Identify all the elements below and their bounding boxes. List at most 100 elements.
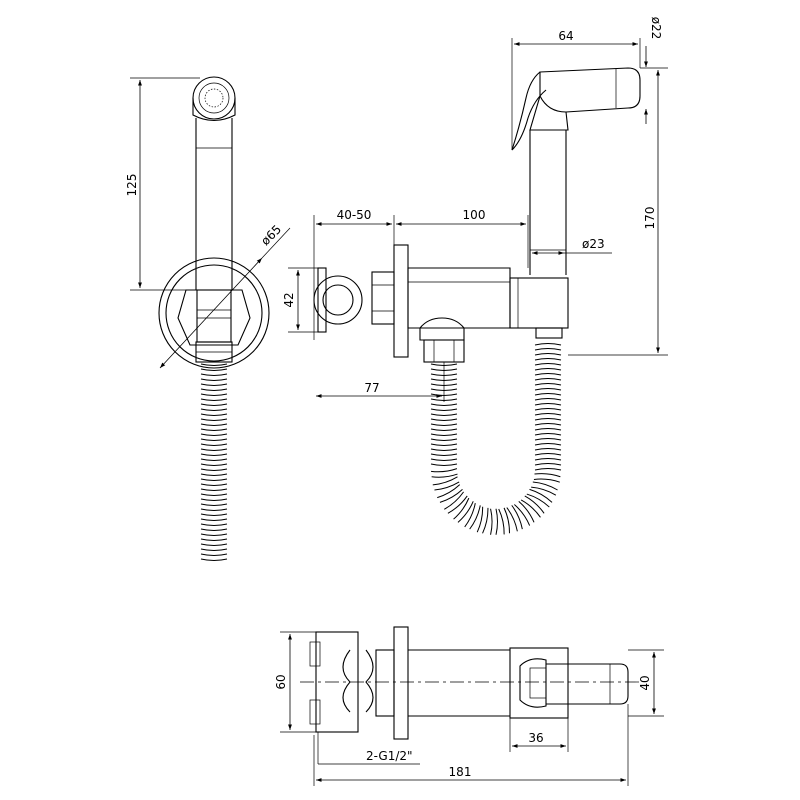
hose-rib xyxy=(511,505,523,530)
hose-rib xyxy=(430,408,458,411)
hose-rib xyxy=(200,523,228,526)
hose-rib xyxy=(498,508,505,535)
hose-rib xyxy=(430,448,458,451)
hose-rib xyxy=(200,383,228,386)
hose-rib xyxy=(464,503,476,528)
hose-rib xyxy=(534,423,562,426)
hose-rib xyxy=(534,363,562,366)
hose-rib xyxy=(453,497,470,520)
hose-rib xyxy=(430,443,458,446)
dim-40: 40 xyxy=(638,675,652,690)
hose-rib xyxy=(200,473,228,476)
hose-rib xyxy=(476,506,484,533)
dim-40-50: 40-50 xyxy=(337,208,372,222)
hose-rib xyxy=(534,343,562,346)
hose-rib xyxy=(490,508,493,535)
hose-rib xyxy=(514,504,531,526)
hose-rib xyxy=(200,518,228,521)
hose-rib xyxy=(430,433,458,436)
hose-rib xyxy=(506,507,518,532)
hose-rib xyxy=(534,453,562,456)
hose-rib xyxy=(457,501,474,523)
hose-rib xyxy=(532,481,558,491)
hose-rib xyxy=(200,388,228,391)
hose-rib xyxy=(200,438,228,441)
hose-rib xyxy=(534,438,562,441)
hose-rib xyxy=(534,393,562,396)
hose-rib xyxy=(200,458,228,461)
hose-rib xyxy=(200,393,228,396)
hose-rib xyxy=(495,508,498,535)
hose-rib xyxy=(430,458,458,461)
hose-rib xyxy=(200,558,228,561)
hose-rib xyxy=(200,433,228,436)
hose-rib xyxy=(200,478,228,481)
hose-rib xyxy=(430,438,458,441)
hose-rib xyxy=(518,500,535,523)
hose-rib xyxy=(529,488,553,503)
hose-rib xyxy=(200,453,228,456)
hose-rib xyxy=(200,468,228,471)
hose-rib xyxy=(430,463,458,466)
hose-rib xyxy=(534,373,562,376)
side-view xyxy=(313,67,641,535)
hose-rib xyxy=(200,378,228,381)
hose-rib xyxy=(534,468,562,471)
hose-rib xyxy=(430,413,458,416)
hose-rib xyxy=(524,495,545,514)
hose-rib xyxy=(200,408,228,411)
hose-rib xyxy=(534,458,562,461)
dim-181: 181 xyxy=(449,765,472,779)
hose-rib xyxy=(482,507,489,534)
hose-rib xyxy=(531,486,557,496)
hose-rib xyxy=(200,483,228,486)
hose-rib xyxy=(200,363,228,366)
dim-77: 77 xyxy=(364,381,379,395)
hose-rib xyxy=(534,403,562,406)
top-view xyxy=(300,626,640,740)
dim-42: 42 xyxy=(282,292,296,307)
hose-rib xyxy=(534,463,562,466)
dim-125: 125 xyxy=(125,174,139,197)
hose-rib xyxy=(534,378,562,381)
hose-rib xyxy=(200,463,228,466)
hose-rib xyxy=(534,473,561,478)
hose-rib xyxy=(430,418,458,421)
hose-rib xyxy=(200,428,228,431)
hose-rib xyxy=(200,543,228,546)
hose-rib xyxy=(200,548,228,551)
hose-rib xyxy=(200,488,228,491)
hose-rib xyxy=(200,368,228,371)
hose-rib xyxy=(200,493,228,496)
dim-thread: 2-G1/2" xyxy=(366,749,413,763)
dim-22: ø22 xyxy=(649,17,663,40)
hose-rib xyxy=(534,353,562,356)
dim-100: 100 xyxy=(463,208,486,222)
hose-rib xyxy=(200,443,228,446)
dim-36: 36 xyxy=(528,731,543,745)
dim-65: ø65 xyxy=(258,222,284,248)
hose-rib xyxy=(534,348,562,351)
hose-rib xyxy=(200,403,228,406)
hose-rib xyxy=(431,473,458,478)
hose-rib xyxy=(534,383,562,386)
hose-rib xyxy=(200,413,228,416)
hose-rib xyxy=(200,503,228,506)
hose-rib xyxy=(534,448,562,451)
hose-rib xyxy=(534,408,562,411)
dim-64: 64 xyxy=(558,29,573,43)
hose-rib xyxy=(200,513,228,516)
hose-rib xyxy=(434,481,460,491)
hose-rib xyxy=(534,418,562,421)
dim-60: 60 xyxy=(274,674,288,689)
hose-rib xyxy=(432,476,458,486)
hose-rib xyxy=(520,499,541,518)
hose-rib xyxy=(526,493,550,508)
hose-rib xyxy=(534,388,562,391)
hose-rib xyxy=(200,398,228,401)
hose-rib xyxy=(444,491,465,510)
hose-rib xyxy=(534,358,562,361)
hose-rib xyxy=(200,533,228,536)
hose-rib xyxy=(200,418,228,421)
